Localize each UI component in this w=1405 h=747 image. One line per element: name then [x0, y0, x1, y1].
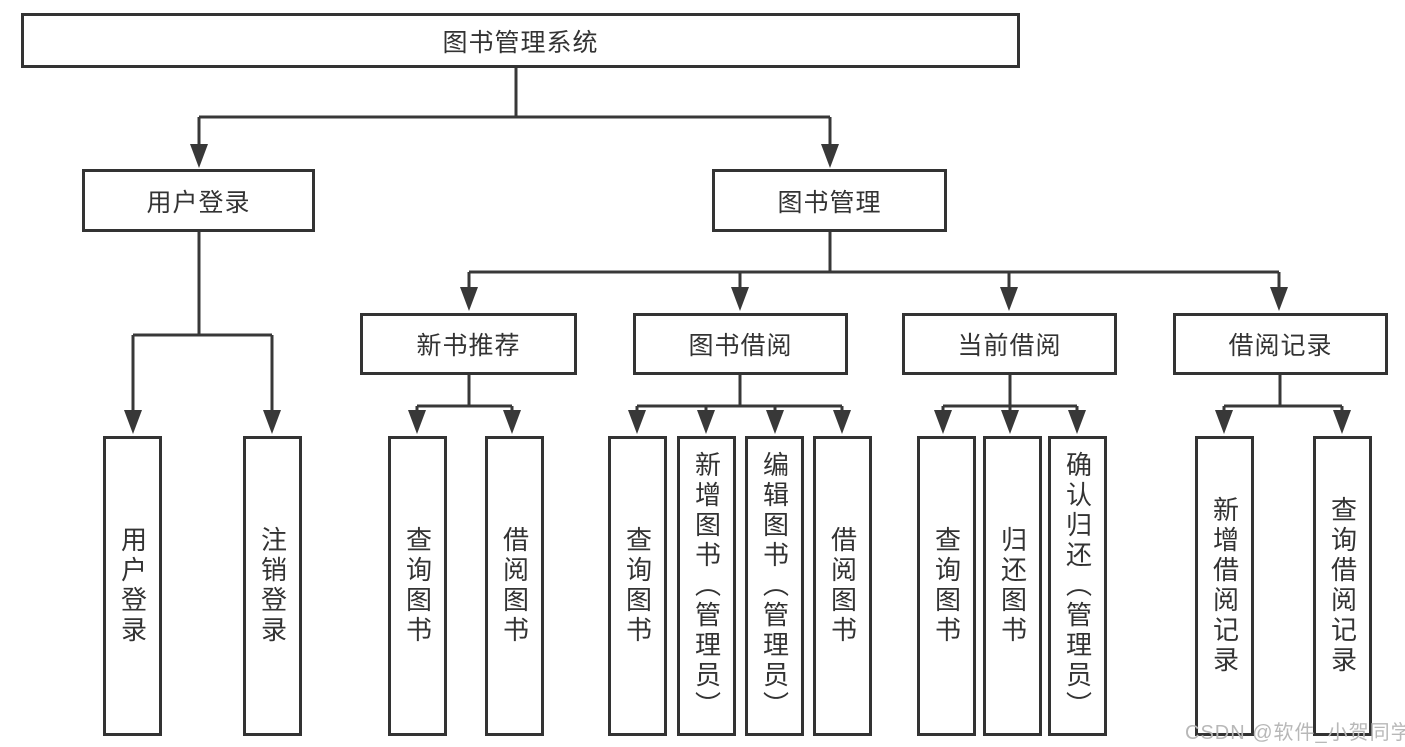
arrow-down-icon — [1068, 410, 1086, 434]
node-borrow-records: 借阅记录 — [1173, 313, 1388, 375]
leaf-logout: 注销登录 — [243, 436, 302, 736]
connector-records-to-leaves — [1222, 375, 1344, 413]
connector-current-to-leaves — [941, 375, 1079, 413]
leaf-borrow-books-recommend: 借阅图书 — [485, 436, 544, 736]
arrow-down-icon — [766, 410, 784, 434]
leaf-edit-books-admin: 编辑图书（管理员） — [745, 436, 804, 736]
arrow-down-icon — [731, 287, 749, 311]
node-book-management-label: 图书管理 — [777, 188, 882, 217]
arrow-down-icon — [263, 410, 281, 434]
leaf-query-books-recommend-label: 查询图书 — [402, 526, 433, 646]
leaf-borrow-books-recommend-label: 借阅图书 — [499, 526, 530, 646]
arrow-down-icon — [1333, 410, 1351, 434]
leaf-return-books-label: 归还图书 — [997, 526, 1028, 646]
leaf-return-books: 归还图书 — [983, 436, 1042, 736]
leaf-user-login: 用户登录 — [103, 436, 162, 736]
leaf-add-books-admin: 新增图书（管理员） — [677, 436, 736, 736]
leaf-add-books-admin-label: 新增图书（管理员） — [691, 451, 722, 721]
node-borrow-records-label: 借阅记录 — [1228, 332, 1333, 360]
node-user-login-group-label: 用户登录 — [146, 188, 251, 217]
arrow-down-icon — [1270, 287, 1288, 311]
leaf-edit-books-admin-label: 编辑图书（管理员） — [759, 451, 790, 721]
arrow-down-icon — [821, 144, 839, 168]
node-book-borrow: 图书借阅 — [633, 313, 848, 375]
leaf-add-borrow-record-label: 新增借阅记录 — [1209, 496, 1240, 676]
arrow-down-icon — [503, 410, 521, 434]
arrow-down-icon — [408, 410, 426, 434]
arrow-down-icon — [1001, 410, 1019, 434]
leaf-borrow-books: 借阅图书 — [813, 436, 872, 736]
node-book-management: 图书管理 — [712, 169, 947, 232]
arrow-down-icon — [697, 410, 715, 434]
node-current-borrow-label: 当前借阅 — [957, 332, 1062, 360]
arrow-down-icon — [934, 410, 952, 434]
watermark: CSDN @软件_小贺同学 — [1185, 722, 1405, 744]
node-user-login-group: 用户登录 — [82, 169, 315, 232]
connector-recommend-to-leaves — [415, 375, 514, 413]
arrow-down-icon — [190, 144, 208, 168]
leaf-confirm-return-admin: 确认归还（管理员） — [1048, 436, 1107, 736]
leaf-query-borrow-record: 查询借阅记录 — [1313, 436, 1372, 736]
connector-userlogin-to-leaves — [131, 232, 274, 413]
leaf-logout-label: 注销登录 — [257, 526, 288, 646]
connector-bookmgmt-to-level2 — [467, 232, 1281, 290]
arrow-down-icon — [1000, 287, 1018, 311]
arrow-down-icon — [124, 410, 142, 434]
node-new-book-recommend: 新书推荐 — [360, 313, 577, 375]
arrow-down-icon — [833, 410, 851, 434]
arrow-down-icon — [1215, 410, 1233, 434]
leaf-add-borrow-record: 新增借阅记录 — [1195, 436, 1254, 736]
leaf-user-login-label: 用户登录 — [117, 526, 148, 646]
arrow-down-icon — [460, 287, 478, 311]
leaf-query-books-borrow-label: 查询图书 — [622, 526, 653, 646]
leaf-query-books-recommend: 查询图书 — [388, 436, 447, 736]
connector-root-to-level1 — [197, 68, 832, 147]
leaf-query-books-current: 查询图书 — [917, 436, 976, 736]
arrow-down-icon — [628, 410, 646, 434]
leaf-query-books-current-label: 查询图书 — [931, 526, 962, 646]
leaf-confirm-return-admin-label: 确认归还（管理员） — [1062, 451, 1093, 721]
node-new-book-recommend-label: 新书推荐 — [416, 332, 521, 360]
leaf-query-borrow-record-label: 查询借阅记录 — [1327, 496, 1358, 676]
node-current-borrow: 当前借阅 — [902, 313, 1117, 375]
connector-borrow-to-leaves — [635, 375, 844, 413]
leaf-query-books-borrow: 查询图书 — [608, 436, 667, 736]
leaf-borrow-books-label: 借阅图书 — [827, 526, 858, 646]
node-library-system: 图书管理系统 — [21, 13, 1020, 68]
node-book-borrow-label: 图书借阅 — [688, 332, 793, 360]
node-library-system-label: 图书管理系统 — [442, 28, 599, 57]
